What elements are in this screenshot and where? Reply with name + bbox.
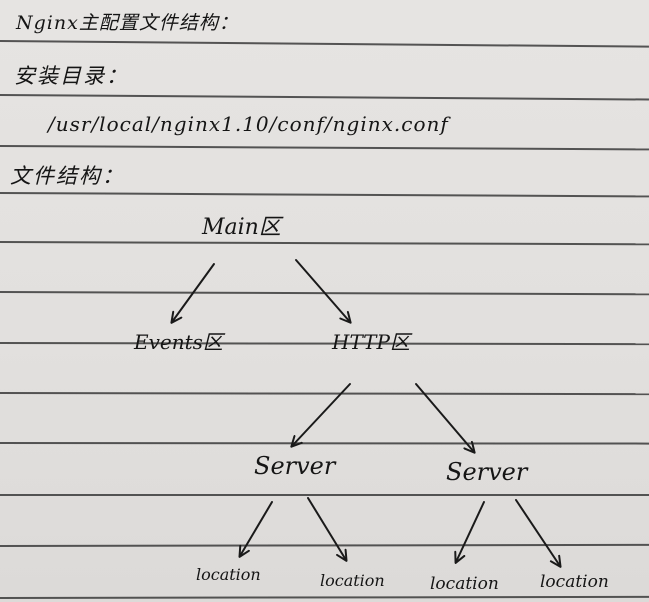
location-node: location: [430, 574, 499, 594]
ruled-line: [0, 494, 649, 496]
location-node: location: [540, 572, 609, 592]
arrow-main-to-events: [170, 263, 215, 324]
server-node: Server: [446, 458, 528, 486]
arrow-server-2-to-location-4: [515, 499, 562, 568]
arrow-http-to-server-2: [415, 383, 476, 454]
install-directory-label: 安装目录：: [14, 64, 129, 88]
arrow-server-1-to-location-1: [238, 501, 273, 558]
arrow-http-to-server-1: [290, 383, 351, 448]
arrow-main-to-http: [295, 259, 352, 324]
main-block-node: Main区: [202, 215, 281, 240]
note-title: Nginx主配置文件结构：: [16, 12, 239, 34]
arrow-server-1-to-location-2: [307, 497, 348, 562]
location-node: location: [320, 571, 385, 590]
install-path: /usr/local/nginx1.10/conf/nginx.conf: [48, 112, 449, 136]
location-node: location: [196, 565, 261, 584]
server-node: Server: [254, 452, 336, 480]
arrow-server-2-to-location-3: [454, 501, 485, 564]
file-structure-label: 文件结构：: [10, 164, 125, 188]
events-block-node: Events区: [134, 330, 223, 354]
http-block-node: HTTP区: [332, 330, 410, 354]
